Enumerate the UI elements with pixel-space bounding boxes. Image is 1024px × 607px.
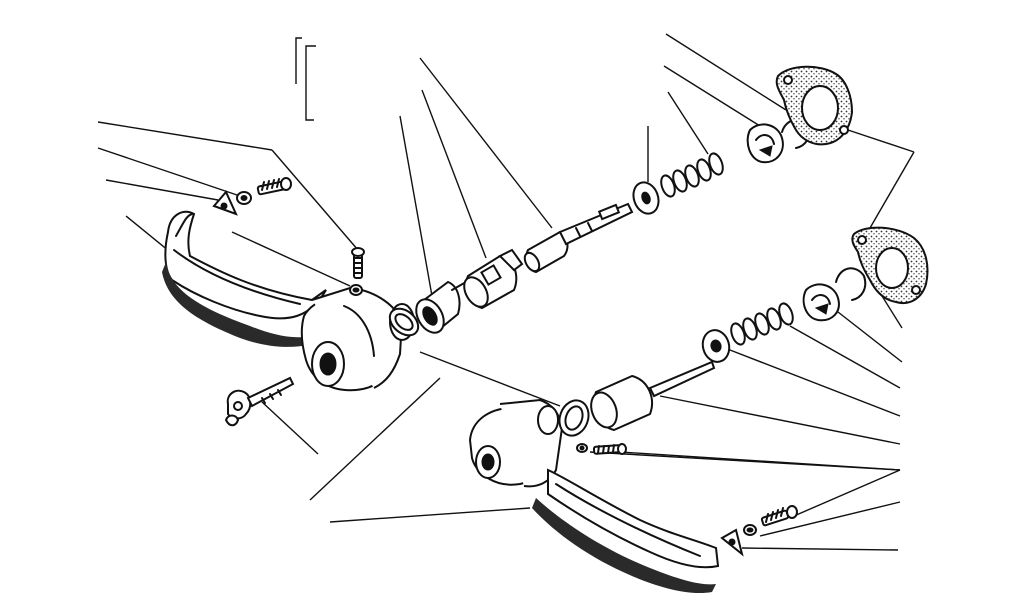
right-door-handle-icon xyxy=(468,398,720,594)
washer-icon xyxy=(632,181,660,215)
washer-icon xyxy=(743,524,757,536)
washer-icon xyxy=(701,329,731,363)
clip-icon xyxy=(212,190,238,216)
lock-barrel-housing-icon xyxy=(415,280,467,334)
leader-line xyxy=(793,469,901,517)
screw-icon xyxy=(256,177,292,196)
leader-line xyxy=(741,547,899,551)
leader-line xyxy=(421,89,487,259)
leader-line xyxy=(869,151,915,229)
leader-line xyxy=(399,115,433,297)
o-ring-icon xyxy=(558,399,590,437)
screw-icon xyxy=(760,505,798,527)
cam-latch-icon xyxy=(746,123,784,164)
leader-line xyxy=(667,91,709,155)
clip-icon xyxy=(720,528,744,557)
circlip-icon xyxy=(835,267,867,301)
leader-line xyxy=(665,33,787,111)
bracket-marker xyxy=(295,37,316,121)
leader-line xyxy=(759,501,901,537)
leader-line xyxy=(419,57,553,229)
leader-line xyxy=(97,121,273,151)
leader-line xyxy=(105,179,219,201)
gasket-plate-icon xyxy=(851,226,929,304)
leader-line xyxy=(663,65,761,127)
screw-small-icon xyxy=(576,443,627,455)
leader-lines xyxy=(97,33,915,551)
leader-line xyxy=(329,507,531,523)
leader-line xyxy=(837,311,903,363)
leader-line xyxy=(261,401,319,455)
gasket-plate-icon xyxy=(775,65,854,146)
leader-line xyxy=(231,231,351,287)
leader-line xyxy=(419,351,561,407)
left-door-handle-icon xyxy=(162,210,415,392)
leader-line xyxy=(271,149,359,251)
spring-icon xyxy=(730,302,794,346)
spring-icon xyxy=(660,152,724,198)
push-button-icon xyxy=(590,360,716,432)
key-icon xyxy=(224,376,295,427)
screw-vertical-icon xyxy=(349,247,365,296)
spindle-shaft-icon xyxy=(523,202,634,274)
o-ring-icon xyxy=(388,307,420,337)
leader-line xyxy=(841,127,915,153)
leader-line xyxy=(97,147,241,197)
leader-line xyxy=(589,451,901,471)
cam-latch-icon xyxy=(802,283,840,322)
leader-line xyxy=(789,325,901,389)
leader-line xyxy=(309,377,441,501)
leader-line xyxy=(729,349,901,417)
washer-icon xyxy=(236,191,252,205)
lock-cylinder-icon xyxy=(463,248,524,310)
leader-line xyxy=(659,395,901,445)
